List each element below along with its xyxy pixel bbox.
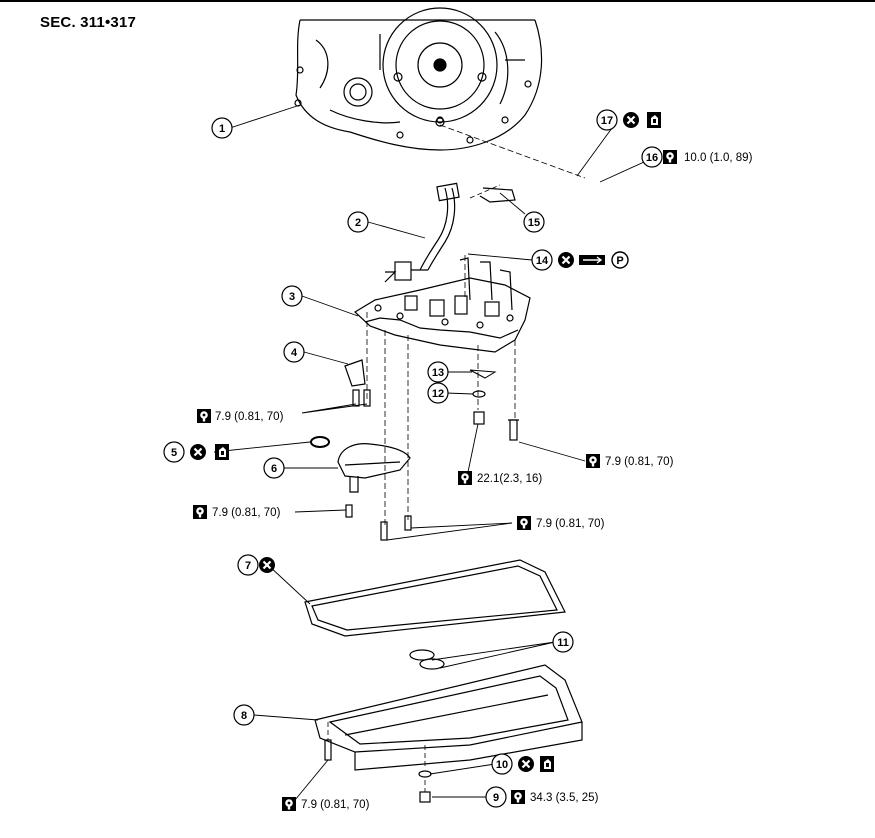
callout-6: 6 bbox=[263, 457, 285, 479]
svg-text:15: 15 bbox=[528, 217, 540, 229]
callout-13: 13 bbox=[427, 361, 449, 383]
torque-wrench-icon bbox=[193, 505, 207, 519]
torque-wrench-icon bbox=[282, 797, 296, 811]
callout-10: 10 bbox=[491, 753, 513, 775]
callout-1: 1 bbox=[211, 117, 233, 139]
leader-lines bbox=[213, 104, 656, 801]
svg-text:17: 17 bbox=[601, 115, 613, 127]
torque-wrench-icon bbox=[586, 454, 600, 468]
transaxle-assembly bbox=[294, 7, 543, 151]
harness-connector bbox=[384, 182, 460, 283]
section-title: SEC. 311•317 bbox=[40, 14, 137, 31]
oil-pan-gasket bbox=[304, 559, 566, 637]
callout-3: 3 bbox=[281, 285, 303, 307]
control-valve bbox=[354, 257, 531, 353]
svg-text:12: 12 bbox=[432, 388, 444, 400]
svg-text:11: 11 bbox=[557, 637, 569, 649]
do-not-reuse-icon bbox=[556, 250, 576, 270]
svg-text:9: 9 bbox=[493, 792, 499, 804]
callout-16: 16 bbox=[641, 146, 663, 168]
oil-pan bbox=[314, 664, 583, 771]
callout-5: 5 bbox=[163, 441, 185, 463]
clip-15 bbox=[479, 187, 516, 203]
callout-15: 15 bbox=[523, 211, 545, 233]
callout-11: 11 bbox=[552, 631, 574, 653]
svg-text:3: 3 bbox=[289, 291, 295, 303]
svg-text:6: 6 bbox=[271, 463, 277, 475]
torque-spec-valve-lower: 7.9 (0.81, 70) bbox=[536, 518, 605, 530]
petroleum-jelly-icon: P bbox=[611, 251, 629, 269]
torque-wrench-icon bbox=[663, 150, 677, 164]
apply-atf-icon bbox=[540, 756, 554, 772]
svg-text:4: 4 bbox=[291, 347, 298, 359]
svg-text:8: 8 bbox=[241, 710, 247, 722]
callout-2: 2 bbox=[347, 211, 369, 233]
callout-7: 7 bbox=[237, 554, 259, 576]
torque-spec-12: 22.1(2.3, 16) bbox=[477, 473, 542, 485]
do-not-reuse-icon bbox=[188, 442, 208, 462]
washer-12 bbox=[472, 390, 486, 398]
svg-text:13: 13 bbox=[432, 367, 444, 379]
callout-4: 4 bbox=[283, 341, 305, 363]
callout-9: 9 bbox=[485, 786, 507, 808]
torque-spec-strainer: 7.9 (0.81, 70) bbox=[212, 507, 281, 519]
apply-atf-icon bbox=[647, 112, 661, 128]
do-not-reuse-icon bbox=[516, 754, 536, 774]
apply-atf-icon bbox=[215, 444, 229, 460]
torque-spec-drain: 34.3 (3.5, 25) bbox=[530, 792, 599, 804]
torque-wrench-icon bbox=[458, 471, 472, 485]
svg-text:14: 14 bbox=[536, 255, 549, 267]
torque-wrench-icon bbox=[517, 516, 531, 530]
torque-wrench-icon bbox=[197, 409, 211, 423]
grease-icon bbox=[578, 254, 606, 266]
svg-text:2: 2 bbox=[355, 217, 361, 229]
o-ring-5 bbox=[310, 436, 330, 448]
callout-14: 14 bbox=[531, 249, 553, 271]
torque-spec-pan: 7.9 (0.81, 70) bbox=[301, 799, 370, 811]
svg-text:1: 1 bbox=[219, 123, 225, 135]
callout-17: 17 bbox=[596, 109, 618, 131]
svg-text:10: 10 bbox=[496, 759, 508, 771]
oil-strainer bbox=[337, 443, 411, 493]
svg-text:7: 7 bbox=[245, 560, 251, 572]
do-not-reuse-icon bbox=[621, 110, 641, 130]
svg-text:16: 16 bbox=[646, 152, 658, 164]
svg-text:P: P bbox=[616, 255, 623, 267]
svg-text:5: 5 bbox=[171, 447, 177, 459]
callout-12: 12 bbox=[427, 382, 449, 404]
spring-13 bbox=[469, 369, 497, 379]
torque-spec-valve: 7.9 (0.81, 70) bbox=[605, 456, 674, 468]
bracket-4 bbox=[344, 359, 366, 387]
magnet-11 bbox=[409, 649, 445, 670]
top-rule bbox=[0, 0, 875, 2]
torque-spec-4: 7.9 (0.81, 70) bbox=[215, 411, 284, 423]
do-not-reuse-icon bbox=[257, 555, 277, 575]
torque-spec-16: 10.0 (1.0, 89) bbox=[684, 152, 753, 164]
torque-wrench-icon bbox=[511, 790, 525, 804]
callout-8: 8 bbox=[233, 704, 255, 726]
